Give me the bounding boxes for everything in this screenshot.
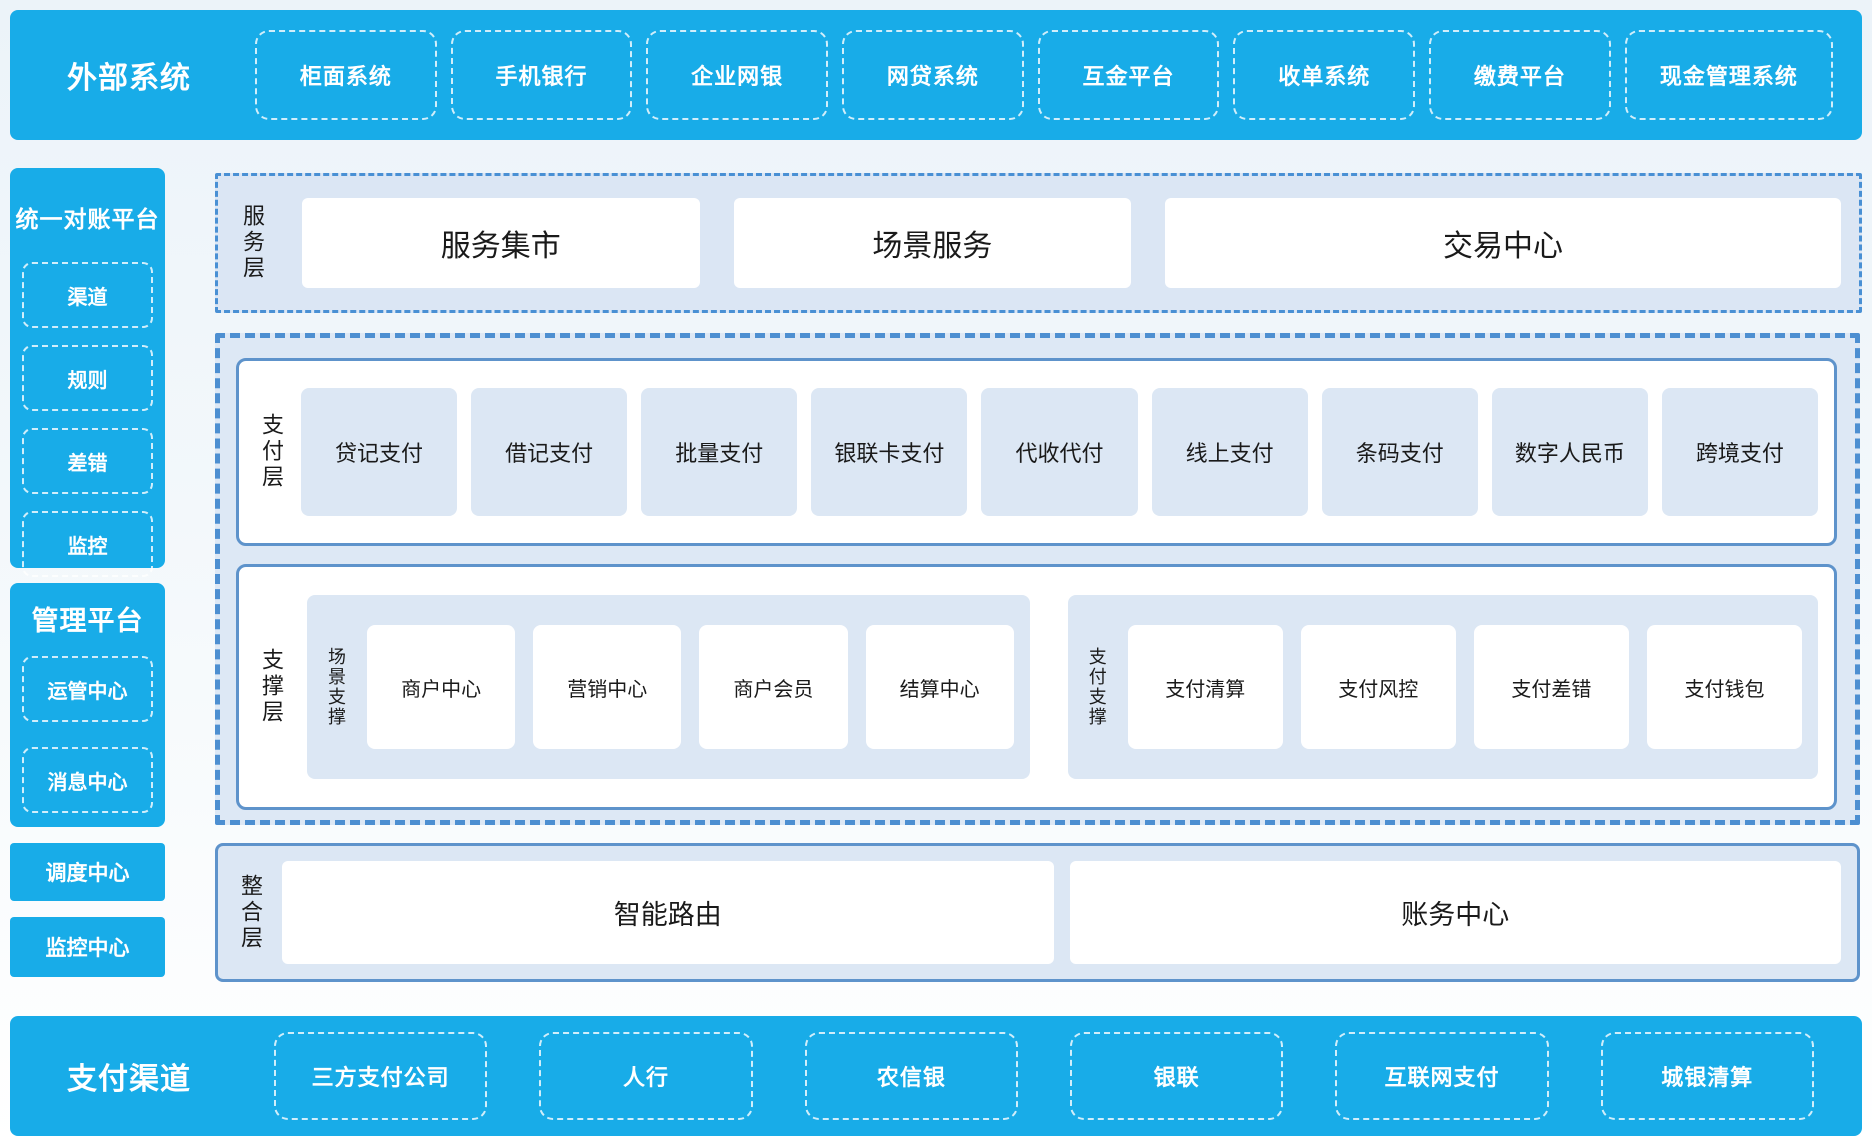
mgmt-platform-panel: 管理平台 运管中心 消息中心 — [10, 583, 165, 827]
payment-channel-item: 三方支付公司 — [274, 1032, 488, 1120]
scene-support-label: 场景支撑 — [326, 647, 346, 727]
scene-support-node: 商户会员 — [699, 625, 848, 749]
service-layer-node: 场景服务 — [733, 198, 1132, 288]
external-system-item: 企业网银 — [646, 30, 829, 120]
support-layer-panel: 支撑层 场景支撑 商户中心 营销中心 商户会员 结算中心 支付支撑 支付清算 支… — [236, 564, 1837, 810]
payment-channels-items: 三方支付公司 人行 农信银 银联 互联网支付 城银清算 — [248, 1016, 1840, 1136]
payment-support-node: 支付清算 — [1127, 625, 1283, 749]
external-system-item: 互金平台 — [1037, 30, 1220, 120]
service-layer-panel: 服务层 服务集市 场景服务 交易中心 — [215, 173, 1862, 313]
payment-support-node: 支付差错 — [1473, 625, 1629, 749]
payment-node: 线上支付 — [1151, 388, 1308, 516]
external-systems-title: 外部系统 — [67, 62, 191, 95]
payment-support-node: 支付钱包 — [1646, 625, 1802, 749]
payment-layer-panel: 支付层 贷记支付 借记支付 批量支付 银联卡支付 代收代付 线上支付 条码支付 … — [236, 358, 1837, 546]
dispatch-center-node: 调度中心 — [10, 843, 165, 901]
payment-node: 贷记支付 — [301, 388, 458, 516]
mgmt-platform-title: 管理平台 — [31, 606, 144, 636]
recon-item: 规则 — [22, 345, 153, 411]
recon-item: 差错 — [22, 428, 153, 494]
payment-node: 银联卡支付 — [811, 388, 968, 516]
mgmt-item: 消息中心 — [22, 747, 153, 813]
external-system-item: 缴费平台 — [1429, 30, 1611, 120]
payment-channel-item: 农信银 — [804, 1032, 1018, 1120]
recon-item: 渠道 — [22, 262, 153, 328]
service-layer-node: 交易中心 — [1165, 198, 1841, 288]
integration-node: 账务中心 — [1069, 861, 1841, 964]
external-system-item: 手机银行 — [450, 30, 633, 120]
payment-channels-bar: 支付渠道 三方支付公司 人行 农信银 银联 互联网支付 城银清算 — [10, 1016, 1862, 1136]
service-layer-label: 服务层 — [240, 204, 265, 282]
payment-node: 跨境支付 — [1661, 388, 1818, 516]
external-system-item: 收单系统 — [1233, 30, 1416, 120]
external-systems-bar: 外部系统 柜面系统 手机银行 企业网银 网贷系统 互金平台 收单系统 缴费平台 … — [10, 10, 1862, 140]
payment-node: 代收代付 — [981, 388, 1138, 516]
recon-item: 监控 — [22, 511, 153, 577]
scene-support-node: 营销中心 — [533, 625, 682, 749]
scene-support-group: 场景支撑 商户中心 营销中心 商户会员 结算中心 — [307, 595, 1030, 779]
recon-platform-panel: 统一对账平台 渠道 规则 差错 监控 — [10, 168, 165, 577]
payment-node: 借记支付 — [471, 388, 628, 516]
integration-layer-panel: 整合层 智能路由 账务中心 — [215, 843, 1860, 982]
payment-support-label: 支付支撑 — [1086, 647, 1107, 727]
external-system-item: 现金管理系统 — [1624, 30, 1834, 120]
external-systems-items: 柜面系统 手机银行 企业网银 网贷系统 互金平台 收单系统 缴费平台 现金管理系… — [248, 10, 1840, 140]
payment-channel-item: 人行 — [539, 1032, 753, 1120]
scene-support-node: 结算中心 — [865, 625, 1014, 749]
payment-node: 条码支付 — [1321, 388, 1478, 516]
payment-node: 批量支付 — [641, 388, 798, 516]
payment-channel-item: 互联网支付 — [1335, 1032, 1549, 1120]
payment-channels-title: 支付渠道 — [67, 1063, 191, 1096]
payment-support-node: 支付风控 — [1300, 625, 1456, 749]
external-system-item: 柜面系统 — [255, 30, 437, 120]
payment-node: 数字人民币 — [1491, 388, 1648, 516]
support-layer-label: 支撑层 — [259, 648, 284, 726]
external-system-item: 网贷系统 — [842, 30, 1024, 120]
core-dashed-container: 支付层 贷记支付 借记支付 批量支付 银联卡支付 代收代付 线上支付 条码支付 … — [215, 333, 1860, 825]
payment-support-group: 支付支撑 支付清算 支付风控 支付差错 支付钱包 — [1067, 595, 1818, 779]
payment-channel-item: 城银清算 — [1600, 1032, 1814, 1120]
recon-platform-title: 统一对账平台 — [15, 206, 160, 232]
integration-node: 智能路由 — [282, 861, 1054, 964]
scene-support-node: 商户中心 — [367, 625, 516, 749]
payment-layer-label: 支付层 — [259, 413, 284, 491]
service-layer-node: 服务集市 — [302, 198, 700, 288]
mgmt-item: 运管中心 — [22, 656, 153, 722]
monitor-center-node: 监控中心 — [10, 917, 165, 977]
integration-layer-label: 整合层 — [238, 873, 263, 952]
payment-channel-item: 银联 — [1069, 1032, 1284, 1120]
